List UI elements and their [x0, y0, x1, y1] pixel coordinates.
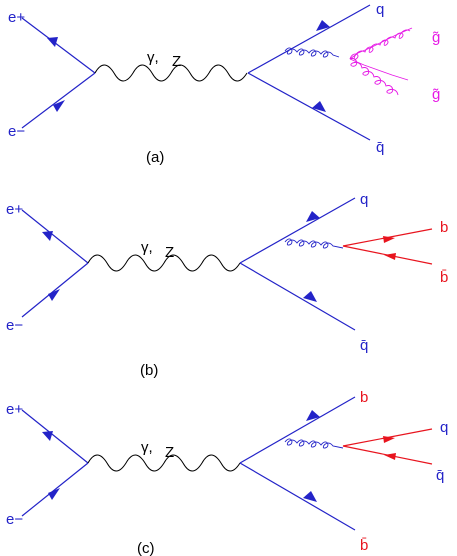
label-gamma: γ, [141, 439, 153, 456]
gluon-line [284, 47, 340, 58]
fermion-arrow [306, 211, 320, 222]
incoming-positron-line [21, 17, 96, 74]
label-z: Z [165, 444, 174, 461]
label-b: b [360, 389, 368, 406]
label-gamma: γ, [147, 49, 159, 66]
label-qbar: q̄ [376, 139, 384, 156]
fermion-arrow [53, 100, 65, 112]
caption-a: (a) [146, 149, 164, 166]
fermion-arrow [306, 410, 320, 421]
gluon-line [284, 238, 344, 249]
gluino-line-upper [349, 29, 411, 60]
label-e-plus: e+ [6, 401, 23, 418]
fermion-arrow [312, 101, 326, 112]
gluino-line-lower [349, 58, 399, 96]
fermion-arrow [47, 37, 58, 47]
caption-b: (b) [140, 362, 158, 379]
gluino-line-lower-b [349, 58, 409, 81]
fermion-arrow [303, 291, 317, 302]
fermion-arrow [383, 436, 395, 443]
photon-z-propagator [94, 64, 248, 82]
label-z: Z [172, 53, 181, 70]
diagram-c: e+ e− γ, Z b b̄ q q̄ (c) [6, 389, 448, 556]
fermion-arrow [384, 453, 396, 460]
label-qbar: q̄ [436, 467, 444, 484]
label-q: q [376, 1, 384, 18]
incoming-positron-line [21, 409, 89, 464]
label-e-minus: e− [6, 317, 23, 334]
label-gluino-1: g̃ [432, 29, 440, 46]
outgoing-bbar-line [239, 462, 356, 531]
fermion-arrow [383, 236, 395, 243]
label-e-minus: e− [6, 511, 23, 528]
fermion-arrow [384, 253, 396, 260]
incoming-electron-line [21, 462, 89, 517]
label-e-minus: e− [8, 123, 25, 140]
label-q: q [440, 419, 448, 436]
label-gamma: γ, [141, 239, 153, 256]
incoming-electron-line [21, 262, 89, 318]
outgoing-antiquark-line [247, 72, 371, 141]
fermion-arrow [42, 431, 53, 441]
fermion-arrow [303, 491, 317, 502]
label-bbar: b̄ [440, 269, 448, 286]
gluon-line [284, 438, 344, 449]
incoming-positron-line [21, 209, 89, 264]
diagram-b: e+ e− γ, Z q q̄ b b̄ (b) [6, 191, 448, 379]
label-gluino-2: g̃ [432, 86, 440, 103]
outgoing-b-line [239, 396, 356, 464]
photon-z-propagator [87, 254, 241, 272]
diagram-a: e+ e− γ, Z q q̄ g̃ g̃ (a) [8, 1, 440, 166]
label-e-plus: e+ [6, 201, 23, 218]
photon-z-propagator [87, 454, 241, 472]
fermion-arrow [48, 488, 60, 500]
caption-c: (c) [137, 540, 155, 556]
outgoing-antiquark-line [239, 262, 356, 331]
label-e-plus: e+ [8, 9, 25, 26]
label-z: Z [165, 244, 174, 261]
label-q: q [360, 191, 368, 208]
label-bbar: b̄ [360, 537, 368, 554]
fermion-arrow [42, 231, 53, 241]
label-qbar: q̄ [360, 337, 368, 354]
fermion-arrow [316, 20, 330, 31]
outgoing-quark-line [247, 4, 371, 74]
label-b: b [440, 219, 448, 236]
outgoing-quark-line [239, 197, 356, 264]
gluino-line-upper-b [349, 27, 413, 60]
fermion-arrow [48, 289, 60, 301]
incoming-electron-line [21, 72, 96, 129]
